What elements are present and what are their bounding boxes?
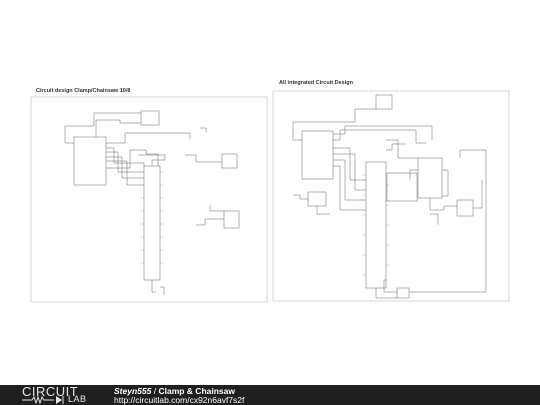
- top-module-right: [375, 94, 393, 110]
- left-schematic: [30, 96, 268, 303]
- right-sheet-frame: [272, 90, 510, 302]
- long-ic: [143, 165, 161, 281]
- right-schematic: [272, 90, 510, 302]
- right-module-2: [223, 210, 240, 229]
- mid-module-right: [386, 172, 418, 202]
- footer-credit: Steyn555 / Clamp & Chainsaw: [114, 386, 235, 396]
- right-sheet-title: All integrated Circuit Design: [279, 80, 353, 86]
- small-module-right: [307, 191, 327, 207]
- right-module-right: [456, 199, 474, 217]
- credit-separator: /: [153, 386, 157, 396]
- left-sheet-title: Circuit design Clamp/Chainsaw 10/8: [36, 88, 131, 94]
- top-module: [140, 110, 160, 126]
- logo-bottom-text: LAB: [68, 394, 87, 404]
- author-link[interactable]: Steyn555: [114, 386, 152, 396]
- left-sheet-frame: [30, 96, 268, 303]
- right-module-1: [221, 153, 238, 169]
- footer-bar: [0, 385, 540, 405]
- logo-wire-icon: [22, 395, 64, 404]
- bottom-module-right: [396, 287, 410, 299]
- logo-top-text: CIRCUIT: [22, 384, 79, 399]
- circuitlab-logo[interactable]: CIRCUIT LAB: [22, 385, 92, 405]
- long-ic-right: [365, 161, 387, 289]
- controller-block-right: [301, 130, 334, 180]
- driver-module-right: [417, 157, 443, 199]
- circuit-name: Clamp & Chainsaw: [158, 386, 235, 396]
- circuit-url-link[interactable]: http://circuitlab.com/cx92n6avf7s2f: [114, 395, 245, 405]
- schematic-canvas[interactable]: [0, 0, 540, 385]
- controller-block: [73, 136, 107, 186]
